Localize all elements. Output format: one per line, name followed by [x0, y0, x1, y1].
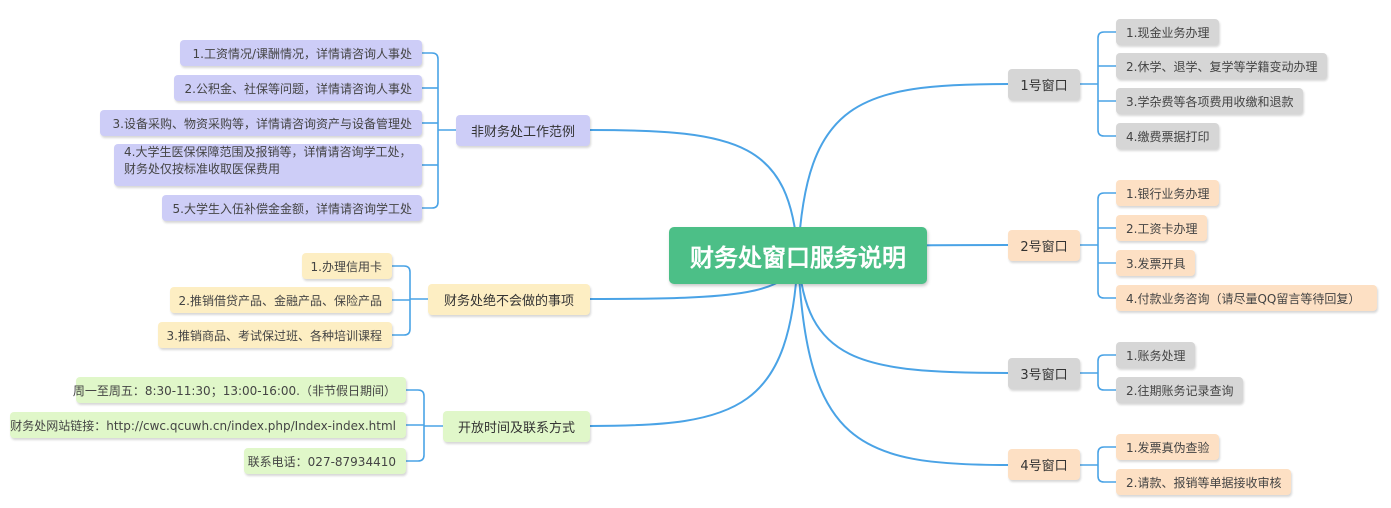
window-4-item-1[interactable]: 1.发票真伪查验: [1116, 434, 1219, 460]
bracket-never-do-leaf-3: [392, 328, 411, 336]
bracket-hours-contact-leaf-1: [406, 389, 425, 397]
non-finance-item-4-line-2: 财务处仅按标准收取医保费用: [124, 162, 281, 176]
window-2-item-3[interactable]: 3.发票开具: [1116, 250, 1195, 276]
bracket-w4-leaf-1: [1097, 446, 1116, 454]
non-finance-item-1[interactable]: 1.工资情况/课酬情况，详情请咨询人事处: [180, 40, 422, 66]
branch-window-4[interactable]: 4号窗口: [1008, 449, 1080, 480]
bracket-hours-contact-leaf-3: [406, 454, 425, 462]
branch-window-2[interactable]: 2号窗口: [1008, 230, 1080, 261]
branch-hours-contact[interactable]: 开放时间及联系方式: [443, 411, 590, 442]
non-finance-item-4[interactable]: 4.大学生医保保障范围及报销等，详情请咨询学工处， 财务处仅按标准收取医保费用: [114, 144, 422, 186]
branch-window-1[interactable]: 1号窗口: [1008, 69, 1080, 100]
window-1-item-1[interactable]: 1.现金业务办理: [1116, 19, 1219, 45]
bracket-non-finance-leaf-5: [422, 201, 439, 209]
website-link[interactable]: 财务处网站链接：http://cwc.qcuwh.cn/index.php/In…: [10, 412, 406, 438]
root-topic[interactable]: 财务处窗口服务说明: [669, 227, 927, 284]
bracket-w1-leaf-1: [1097, 31, 1116, 39]
branch-non-finance[interactable]: 非财务处工作范例: [456, 115, 590, 146]
never-do-item-1[interactable]: 1.办理信用卡: [302, 253, 392, 279]
branch-never-do[interactable]: 财务处绝不会做的事项: [428, 284, 590, 315]
non-finance-item-3[interactable]: 3.设备采购、物资采购等，详情请咨询资产与设备管理处: [100, 110, 422, 136]
branch-window-3[interactable]: 3号窗口: [1008, 358, 1080, 389]
curve-root-w3: [797, 255, 1009, 374]
bracket-w1-leaf-4: [1097, 129, 1116, 137]
bracket-w3-leaf-1: [1097, 354, 1116, 362]
phone-item[interactable]: 联系电话：027-87934410: [244, 448, 406, 474]
bracket-w2-leaf-4: [1097, 291, 1116, 299]
bracket-w3-leaf-2: [1097, 383, 1116, 391]
window-1-item-4[interactable]: 4.缴费票据打印: [1116, 123, 1219, 149]
non-finance-item-4-line-1: 4.大学生医保保障范围及报销等，详情请咨询学工处，: [124, 145, 412, 159]
bracket-w4-leaf-2: [1097, 475, 1116, 483]
window-3-item-2[interactable]: 2.往期账务记录查询: [1116, 377, 1243, 403]
curve-root-hours-contact: [589, 255, 799, 427]
window-2-item-4[interactable]: 4.付款业务咨询（请尽量QQ留言等待回复）: [1116, 285, 1377, 311]
window-2-item-1[interactable]: 1.银行业务办理: [1116, 180, 1219, 206]
curve-root-w4: [797, 255, 1009, 466]
never-do-item-2[interactable]: 2.推销借贷产品、金融产品、保险产品: [170, 287, 392, 313]
curve-root-non-finance: [589, 129, 799, 257]
window-1-item-2[interactable]: 2.休学、退学、复学等学籍变动办理: [1116, 53, 1327, 79]
curve-root-w1: [797, 83, 1009, 257]
window-1-item-3[interactable]: 3.学杂费等各项费用收缴和退款: [1116, 88, 1303, 114]
hours-item[interactable]: 周一至周五：8:30-11:30；13:00-16:00.（非节假日期间）: [73, 377, 406, 403]
non-finance-item-5[interactable]: 5.大学生入伍补偿金金额，详情请咨询学工处: [162, 195, 422, 221]
bracket-never-do-leaf-1: [392, 265, 411, 273]
never-do-item-3[interactable]: 3.推销商品、考试保过班、各种培训课程: [158, 322, 392, 348]
window-2-item-2[interactable]: 2.工资卡办理: [1116, 215, 1207, 241]
window-4-item-2[interactable]: 2.请款、报销等单据接收审核: [1116, 469, 1291, 495]
bracket-non-finance-leaf-1: [422, 52, 439, 60]
bracket-w2-leaf-1: [1097, 192, 1116, 200]
non-finance-item-2[interactable]: 2.公积金、社保等问题，详情请咨询人事处: [174, 75, 422, 101]
window-3-item-1[interactable]: 1.账务处理: [1116, 342, 1195, 368]
